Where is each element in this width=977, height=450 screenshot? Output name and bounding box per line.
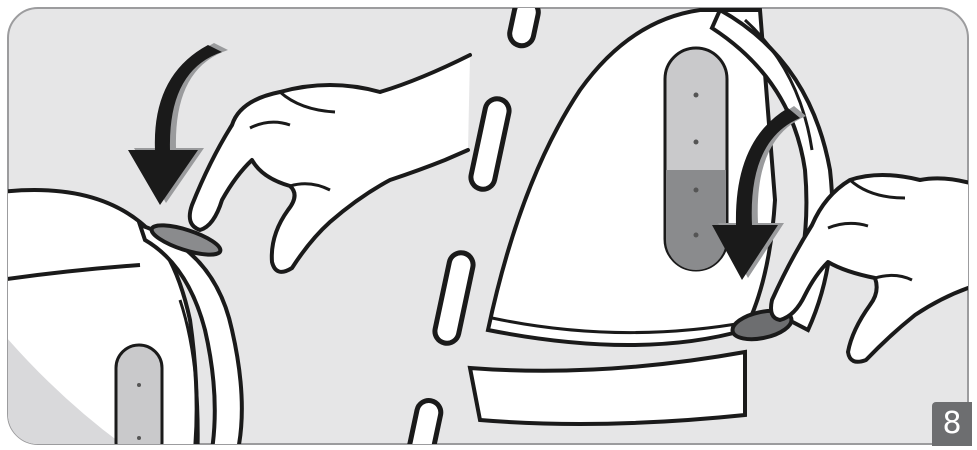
left-water-window — [116, 345, 162, 450]
right-water-level — [666, 170, 726, 270]
step-number-badge: 8 — [932, 402, 972, 446]
